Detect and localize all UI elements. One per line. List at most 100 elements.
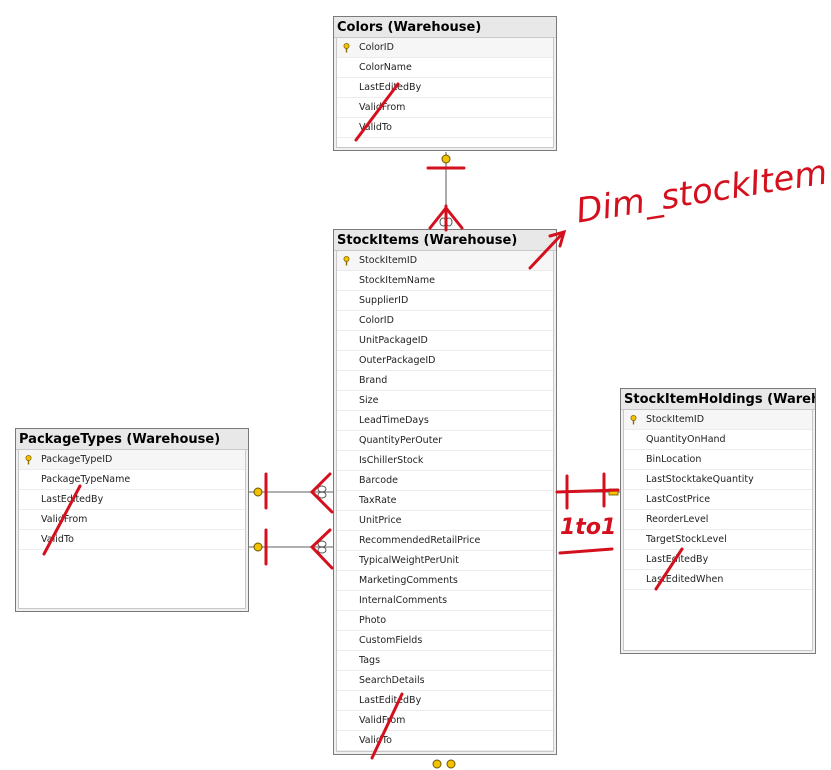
column-row[interactable]: LastEditedWhen bbox=[624, 570, 812, 590]
column-row[interactable]: LastEditedBy bbox=[624, 550, 812, 570]
column-name: OuterPackageID bbox=[359, 355, 436, 366]
column-name: ValidFrom bbox=[41, 514, 88, 525]
one-to-one-note: 1to1 bbox=[560, 515, 617, 540]
column-name: QuantityPerOuter bbox=[359, 435, 443, 446]
column-row[interactable]: TypicalWeightPerUnit bbox=[337, 551, 553, 571]
column-name: TaxRate bbox=[359, 495, 397, 506]
column-name: LastEditedBy bbox=[359, 82, 422, 93]
column-name: Barcode bbox=[359, 475, 398, 486]
column-row[interactable]: LastEditedBy bbox=[337, 691, 553, 711]
column-name: PackageTypeID bbox=[41, 454, 113, 465]
column-row[interactable]: PackageTypeID bbox=[19, 450, 245, 470]
column-row[interactable]: Barcode bbox=[337, 471, 553, 491]
column-row[interactable]: LastStocktakeQuantity bbox=[624, 470, 812, 490]
column-row[interactable]: UnitPrice bbox=[337, 511, 553, 531]
column-row[interactable]: Brand bbox=[337, 371, 553, 391]
column-row[interactable]: ValidTo bbox=[337, 731, 553, 751]
column-name: Tags bbox=[359, 655, 381, 666]
column-row[interactable]: CustomFields bbox=[337, 631, 553, 651]
column-name: Brand bbox=[359, 375, 388, 386]
column-row[interactable]: SearchDetails bbox=[337, 671, 553, 691]
column-name: LastEditedWhen bbox=[646, 574, 724, 585]
key-icon bbox=[446, 759, 456, 769]
column-row[interactable]: TaxRate bbox=[337, 491, 553, 511]
table-colors[interactable]: Colors (Warehouse) ColorID ColorName Las… bbox=[333, 16, 557, 151]
column-name: LastEditedBy bbox=[359, 695, 422, 706]
relationship-lines[interactable] bbox=[249, 152, 620, 548]
handwritten-annotations bbox=[42, 82, 684, 760]
column-name: UnitPackageID bbox=[359, 335, 428, 346]
column-name: ColorName bbox=[359, 62, 412, 73]
column-row[interactable]: StockItemID bbox=[337, 251, 553, 271]
column-name: SearchDetails bbox=[359, 675, 425, 686]
key-icon bbox=[343, 256, 350, 266]
column-name: CustomFields bbox=[359, 635, 423, 646]
key-icon bbox=[630, 415, 637, 425]
column-name: QuantityOnHand bbox=[646, 434, 726, 445]
column-row[interactable]: StockItemName bbox=[337, 271, 553, 291]
column-row[interactable]: QuantityOnHand bbox=[624, 430, 812, 450]
table-stockitems[interactable]: StockItems (Warehouse) StockItemID Stock… bbox=[333, 229, 557, 755]
column-name: UnitPrice bbox=[359, 515, 402, 526]
column-name: ColorID bbox=[359, 42, 394, 53]
column-row[interactable]: InternalComments bbox=[337, 591, 553, 611]
infinity-icons bbox=[317, 217, 453, 554]
column-name: RecommendedRetailPrice bbox=[359, 535, 481, 546]
column-row[interactable]: Size bbox=[337, 391, 553, 411]
column-row[interactable]: UnitPackageID bbox=[337, 331, 553, 351]
column-name: LastEditedBy bbox=[646, 554, 709, 565]
column-name: Photo bbox=[359, 615, 387, 626]
column-name: TypicalWeightPerUnit bbox=[359, 555, 459, 566]
column-name: PackageTypeName bbox=[41, 474, 131, 485]
column-name: TargetStockLevel bbox=[646, 534, 727, 545]
column-row[interactable]: Photo bbox=[337, 611, 553, 631]
column-row[interactable]: BinLocation bbox=[624, 450, 812, 470]
column-row[interactable]: ColorID bbox=[337, 311, 553, 331]
key-icon bbox=[432, 759, 442, 769]
column-row[interactable]: Tags bbox=[337, 651, 553, 671]
column-row[interactable]: MarketingComments bbox=[337, 571, 553, 591]
column-row[interactable]: StockItemID bbox=[624, 410, 812, 430]
key-icon bbox=[25, 455, 32, 465]
column-name: LeadTimeDays bbox=[359, 415, 429, 426]
table-stockitemholdings[interactable]: StockItemHoldings (Warehouse) StockItemI… bbox=[620, 388, 816, 654]
column-row[interactable]: LastEditedBy bbox=[337, 78, 553, 98]
column-name: ValidFrom bbox=[359, 715, 406, 726]
column-row[interactable]: LeadTimeDays bbox=[337, 411, 553, 431]
column-name: SupplierID bbox=[359, 295, 409, 306]
column-name: ValidTo bbox=[359, 735, 392, 746]
column-row[interactable]: ValidTo bbox=[337, 118, 553, 138]
column-name: ColorID bbox=[359, 315, 394, 326]
column-row[interactable]: ReorderLevel bbox=[624, 510, 812, 530]
key-icon bbox=[253, 542, 263, 552]
column-name: ValidTo bbox=[359, 122, 392, 133]
column-row[interactable]: IsChillerStock bbox=[337, 451, 553, 471]
column-row[interactable]: ColorID bbox=[337, 38, 553, 58]
column-name: StockItemName bbox=[359, 275, 435, 286]
column-row[interactable]: PackageTypeName bbox=[19, 470, 245, 490]
column-row[interactable]: SupplierID bbox=[337, 291, 553, 311]
column-list: StockItemID StockItemName SupplierID Col… bbox=[336, 250, 554, 752]
column-row[interactable]: TargetStockLevel bbox=[624, 530, 812, 550]
column-row[interactable]: RecommendedRetailPrice bbox=[337, 531, 553, 551]
column-name: MarketingComments bbox=[359, 575, 458, 586]
column-name: ReorderLevel bbox=[646, 514, 709, 525]
column-name: IsChillerStock bbox=[359, 455, 424, 466]
column-name: StockItemID bbox=[646, 414, 705, 425]
column-name: Size bbox=[359, 395, 379, 406]
column-row[interactable]: ValidFrom bbox=[337, 711, 553, 731]
key-icon bbox=[343, 43, 350, 53]
column-row[interactable]: ColorName bbox=[337, 58, 553, 78]
column-row[interactable]: OuterPackageID bbox=[337, 351, 553, 371]
column-list: ColorID ColorName LastEditedBy ValidFrom… bbox=[336, 37, 554, 148]
column-row[interactable]: QuantityPerOuter bbox=[337, 431, 553, 451]
column-name: InternalComments bbox=[359, 595, 448, 606]
key-icon bbox=[253, 487, 263, 497]
column-name: LastCostPrice bbox=[646, 494, 711, 505]
column-row[interactable]: LastCostPrice bbox=[624, 490, 812, 510]
key-icon bbox=[441, 154, 451, 164]
column-row[interactable]: ValidTo bbox=[19, 530, 245, 550]
table-title: PackageTypes (Warehouse) bbox=[16, 429, 248, 450]
column-row[interactable]: ValidFrom bbox=[19, 510, 245, 530]
